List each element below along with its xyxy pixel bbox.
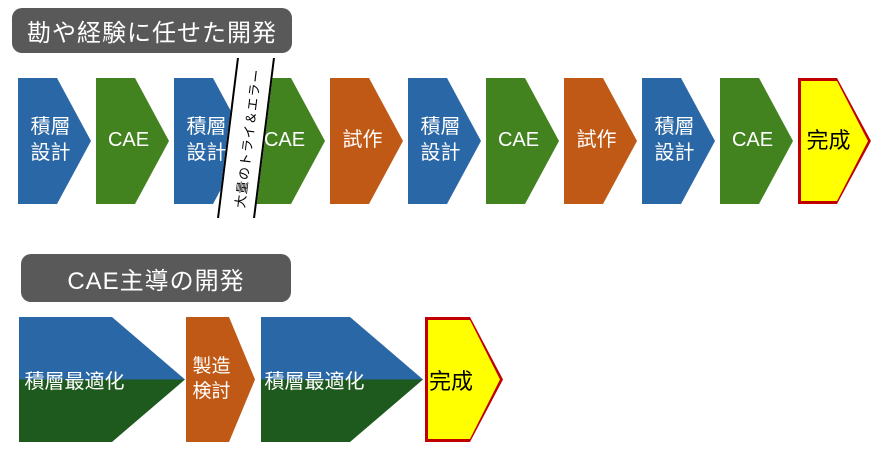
flow-step-layup-design: 積層 設計	[18, 78, 91, 204]
flow-step-prototype: 試作	[330, 78, 403, 204]
flow-step-layup-design: 積層 設計	[642, 78, 715, 204]
section-title-cae-driven: CAE主導の開発	[21, 254, 291, 302]
flow-step-label: 積層 設計	[420, 116, 461, 164]
flow-step-label: CAE	[107, 129, 150, 152]
flow-step-cae: CAE	[96, 78, 169, 204]
flow-step-label: 積層 設計	[30, 116, 71, 164]
flow-step-prototype: 試作	[564, 78, 637, 204]
flow-step-cae: CAE	[486, 78, 559, 204]
flow-step-cae: CAE	[720, 78, 793, 204]
top-flow-row: 積層 設計 CAE 積層 設計 CAE 試作 積層 設計 CAE 試作 積層 設…	[18, 78, 871, 204]
flow-step-label: 積層最適化	[24, 371, 125, 393]
flow-step-label: CAE	[263, 129, 306, 152]
flow-step-label: 積層 設計	[186, 116, 227, 164]
flow-step-complete: 完成	[425, 317, 503, 442]
flow-step-label: 完成	[428, 368, 473, 394]
flow-step-complete: 完成	[798, 78, 871, 204]
flow-step-label: 試作	[576, 129, 617, 152]
flow-step-label: 試作	[342, 129, 383, 152]
flow-step-label: 完成	[806, 127, 851, 153]
flow-step-layup-optimization: 積層最適化	[19, 317, 185, 442]
flow-step-label: 積層最適化	[264, 371, 365, 393]
section-title-text: CAE主導の開発	[67, 267, 245, 295]
flow-step-layup-optimization: 積層最適化	[261, 317, 423, 442]
flow-step-label: CAE	[497, 129, 540, 152]
flow-step-label: 積層 設計	[654, 116, 695, 164]
flow-step-label: CAE	[731, 129, 774, 152]
section-title-intuition: 勘や経験に任せた開発	[12, 8, 292, 53]
flow-step-label: 製造 検討	[192, 355, 231, 402]
flow-step-manufacturing-review: 製造 検討	[186, 317, 255, 442]
section-title-text: 勘や経験に任せた開発	[27, 20, 277, 47]
flow-step-layup-design: 積層 設計	[408, 78, 481, 204]
